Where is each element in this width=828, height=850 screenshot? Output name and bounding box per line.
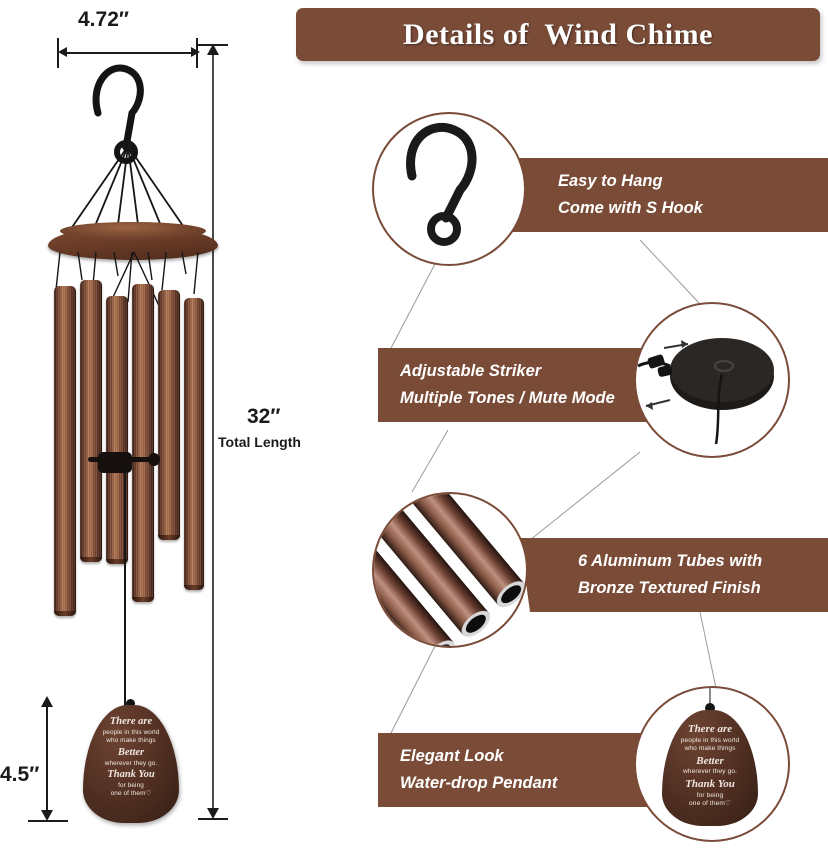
tubes-photo-icon [374,494,526,646]
pendant-photo-icon: There are people in this world who make … [662,710,758,826]
engrave-line: wherever they go. [104,759,158,767]
drop-dimension-line [46,705,48,818]
total-length-value: 32″ [247,405,281,428]
tube-hanging-wires [55,251,199,309]
callout-line-1: Elegant Look [400,747,504,766]
width-arrow-right-icon [191,47,200,57]
engrave-line: people in this world [680,736,740,744]
photo-circle-tubes [372,492,528,648]
striker-adjust-knob[interactable] [148,453,160,466]
engrave-line: who make things [684,745,736,753]
callout-adjustable-striker: Adjustable Striker Multiple Tones / Mute… [378,348,668,422]
engrave-line: people in this world [102,728,160,736]
engrave-line: who make things [106,737,156,745]
engrave-line: for being [696,791,724,799]
drop-arrow-up-icon [41,696,53,707]
drop-tick-bottom [28,820,68,822]
engrave-line: one of them♡ [689,800,731,808]
callout-aluminum-tubes: 6 Aluminum Tubes with Bronze Textured Fi… [520,538,828,612]
engrave-line: Thank You [685,778,735,791]
engrave-line: for being [118,781,144,789]
width-dimension-label: 4.72″ [78,8,129,31]
water-drop-pendant: There are people in this world who make … [83,705,179,823]
engrave-line: Thank You [107,769,155,781]
callout-line-2: Water-drop Pendant [400,774,558,792]
pendant-engraving: There are people in this world who make … [83,715,179,799]
wind-chime-illustration: There are people in this world who make … [0,0,230,850]
width-arrow-left-icon [58,47,67,57]
chime-tube [184,298,204,590]
striker-disc-photo-icon [637,338,774,445]
callout-line-1: 6 Aluminum Tubes with [578,552,763,571]
callout-easy-to-hang: Easy to Hang Come with S Hook [500,158,828,232]
engrave-line: Better [117,746,145,758]
chime-top-disk-face [60,222,206,240]
drop-arrow-down-icon [41,810,53,821]
chime-tube [106,296,128,564]
callout-line-2: Come with S Hook [558,199,703,217]
length-arrow-up-icon [207,44,219,55]
photo-circle-s-hook [372,112,526,266]
pendant-engraving: There are people in this world who make … [662,722,758,809]
engrave-line: Better [696,754,724,767]
callout-line-1: Adjustable Striker [400,362,542,381]
photo-circle-pendant: There are people in this world who make … [634,686,790,842]
length-tick-bottom [198,818,228,820]
photo-circle-striker [634,302,790,458]
chime-tube [158,290,180,540]
drop-dimension-label: 4.5″ [0,763,40,786]
s-hook-photo-icon [406,122,477,246]
pendant-cord [124,470,126,708]
striker-disc [98,452,132,473]
chime-tube [132,284,154,602]
pendant-cord-cap [126,699,135,708]
chime-tube [80,280,102,562]
header-banner: Details of Wind Chime [296,8,820,61]
chime-tube [54,286,76,616]
engrave-line: There are [687,723,733,735]
callout-line-2: Bronze Textured Finish [578,579,761,597]
callout-line-2: Multiple Tones / Mute Mode [400,389,615,407]
total-length-caption: Total Length [218,434,301,450]
length-dimension-line [212,52,214,814]
callout-line-1: Easy to Hang [558,172,663,191]
length-arrow-down-icon [207,808,219,819]
width-dimension-line [62,52,192,54]
engrave-line: There are [109,716,153,727]
engrave-line: wherever they go. [682,768,738,776]
page-title: Details of Wind Chime [403,17,713,51]
engrave-line: one of them♡ [110,790,152,798]
